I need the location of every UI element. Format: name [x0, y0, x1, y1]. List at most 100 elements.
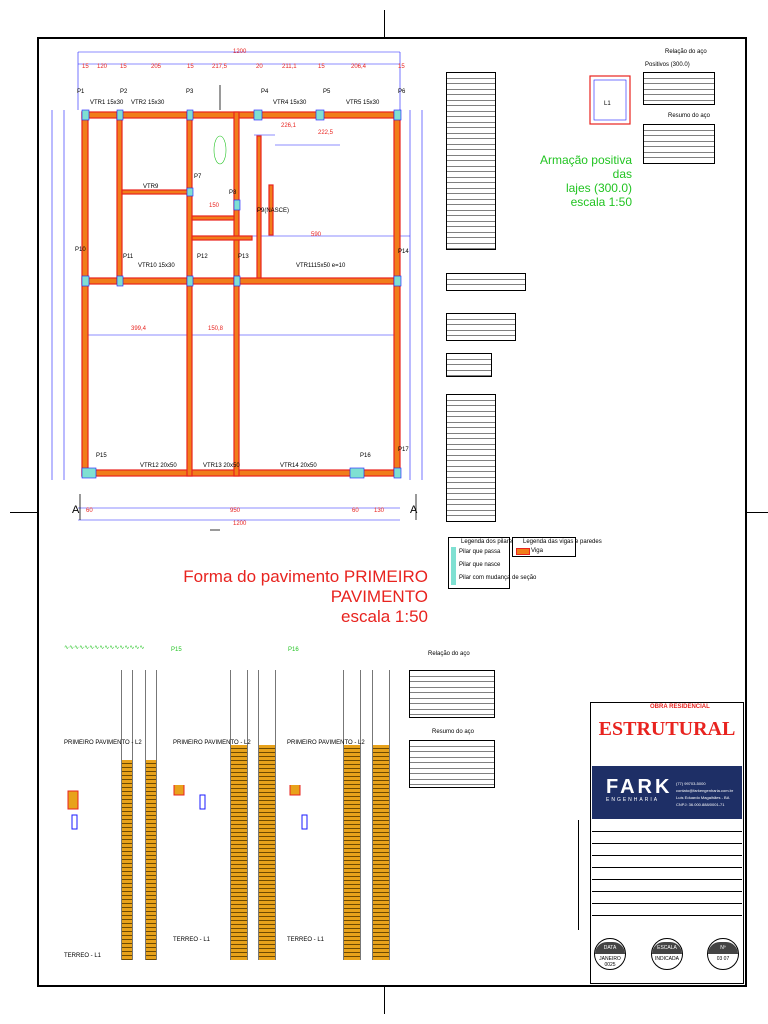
stamp-data: DATA JANEIRO 0025 [594, 938, 626, 970]
overall-width-bottom: 1200 [233, 521, 247, 527]
top-dim-10: 15 [398, 64, 405, 70]
floor-plan-drawing [51, 51, 423, 531]
detail-label-p16: P16 [288, 647, 299, 653]
pillar-p3: P3 [186, 89, 194, 95]
stamp-prancha-label: Nº PRANCHA [708, 942, 738, 963]
dim-590: 590 [311, 232, 322, 238]
lower-relacao-table [409, 670, 495, 718]
stamp-escala-label: ESCALA [652, 942, 682, 954]
pillar-p16: P16 [360, 453, 371, 459]
top-dim-1: 120 [97, 64, 108, 70]
legend-item-2: Pilar que nasce [459, 562, 501, 568]
section-mark-right: A [410, 504, 418, 516]
level-terreo-2: TERREO - L1 [173, 937, 211, 943]
top-dim-8: 15 [318, 64, 325, 70]
contact-email: contato@farkengenharia.com.br [676, 788, 734, 793]
beam-vtr1: VTR1 15x30 [90, 100, 124, 106]
discipline-title: ESTRUTURAL [598, 718, 736, 740]
slab-label: L1 [604, 101, 611, 107]
pillar-p12: P12 [197, 254, 208, 260]
pillar-p2: P2 [120, 89, 128, 95]
slab-title-line2: lajes (300.0) [565, 181, 632, 195]
pillar-elevation-4 [258, 670, 276, 960]
company-banner [592, 766, 742, 819]
legend-pillars: Legenda dos pilares Pilar que passa Pila… [448, 537, 536, 589]
company-contacts: (77) 99703-5000 contato@farkengenharia.c… [676, 780, 733, 808]
pillar-p14: P14 [398, 249, 409, 255]
bottom-dim-1: 950 [230, 508, 241, 514]
drawing-sheet-border [37, 37, 747, 987]
pillar-p4: P4 [261, 89, 269, 95]
beam-vtr13: VTR13 20x50 [203, 463, 240, 469]
stamp-escala-value: INDICADA [655, 956, 679, 962]
top-dim-4: 15 [187, 64, 194, 70]
legend-beams: Legenda das vigas e paredes Viga [512, 537, 602, 557]
cargas-table [446, 313, 516, 341]
beam-vtr2: VTR2 15x30 [131, 100, 165, 106]
top-dim-5: 217,5 [212, 64, 228, 70]
legend-beams-title: Legenda das vigas e paredes [523, 539, 602, 545]
pillar-p17: P17 [398, 447, 409, 453]
sheet-center-tick-bottom [384, 987, 385, 1014]
legend-beam-item: Viga [531, 548, 543, 554]
level-primeiro-2: PRIMEIRO PAVIMENTO - L2 [173, 740, 251, 746]
company-subtitle: ENGENHARIA [606, 797, 660, 803]
lower-resumo-title: Resumo do aço [432, 729, 475, 735]
slab-resumo-title: Resumo do aço [668, 113, 711, 119]
bottom-dim-2: 60 [352, 508, 359, 514]
bottom-dim-3: 130 [374, 508, 385, 514]
slab-title-line1: Armação positiva das [539, 153, 632, 181]
beam-vtr10: VTR10 15x30 [138, 263, 175, 269]
beam-vtr11: VTR1115x50 e=10 [296, 263, 346, 269]
title-block-fields [592, 820, 742, 920]
pillar-p7: P7 [194, 174, 202, 180]
legend-item-1: Pilar que passa [459, 549, 501, 555]
level-terreo-1: TERREO - L1 [64, 953, 102, 959]
pilares-table [446, 394, 496, 522]
legend-beam-swatch [516, 548, 530, 555]
beam-vtr12: VTR12 20x50 [140, 463, 177, 469]
plan-title-line1: Forma do pavimento PRIMEIRO PAVIMENTO [183, 567, 428, 606]
pillar-p10: P10 [75, 247, 86, 253]
slab-resumo-table [643, 124, 715, 164]
level-primeiro-1: PRIMEIRO PAVIMENTO - L2 [64, 740, 142, 746]
detail-label-p15: P15 [171, 647, 182, 653]
slab-detail-drawing [589, 75, 631, 125]
beam-vtr14: VTR14 20x50 [280, 463, 317, 469]
slab-relacao-table [643, 72, 715, 105]
sheet-center-tick-left [10, 512, 37, 513]
dim-150-8: 150,8 [208, 326, 224, 332]
lajes-table [446, 273, 526, 291]
stamp-escala: ESCALA INDICADA [651, 938, 683, 970]
dim-399: 399,4 [131, 326, 147, 332]
pillar-p9: P9(NASCE) [257, 208, 290, 214]
overall-width-top: 1200 [233, 49, 247, 55]
detail-green-note: ∿∿∿∿∿∿∿∿∿∿∿∿∿∿∿∿ [64, 645, 145, 651]
plan-title-line2: escala 1:50 [341, 607, 428, 626]
top-dim-3: 205 [151, 64, 162, 70]
title-block-obra: OBRA RESIDENCIAL [650, 704, 710, 710]
stamp-prancha: Nº PRANCHA 03 07 [707, 938, 739, 970]
pillar-p5: P5 [323, 89, 331, 95]
contact-cnpj: CNPJ: 36.000.888/0001-71 [676, 802, 725, 807]
top-dim-7: 211,1 [282, 64, 297, 70]
lower-relacao-title: Relação do aço [428, 651, 470, 657]
level-terreo-3: TERREO - L1 [287, 937, 325, 943]
beam-vtr5: VTR5 15x30 [346, 100, 380, 106]
contact-phone: (77) 99703-5000 [676, 781, 706, 786]
stamp-data-value: JANEIRO 0025 [599, 956, 621, 968]
pillar-elevation-3 [230, 670, 248, 960]
title-block [590, 702, 744, 984]
legend-item-3: Pilar com mudança de seção [459, 575, 537, 581]
top-dim-2: 15 [120, 64, 127, 70]
legend-pillars-title: Legenda dos pilares [461, 539, 516, 545]
pillar-elevation-5 [343, 670, 361, 960]
slab-relacao-title: Relação do aço [665, 49, 707, 55]
top-dim-9: 206,4 [351, 64, 367, 70]
lower-resumo-table [409, 740, 495, 788]
beam-vtr4: VTR4 15x30 [273, 100, 307, 106]
top-dim-0: 15 [82, 64, 89, 70]
vigas-table [446, 72, 496, 250]
title-block-revision-strip [578, 820, 591, 930]
slab-positivos: Positivos (300.0) [645, 62, 690, 68]
